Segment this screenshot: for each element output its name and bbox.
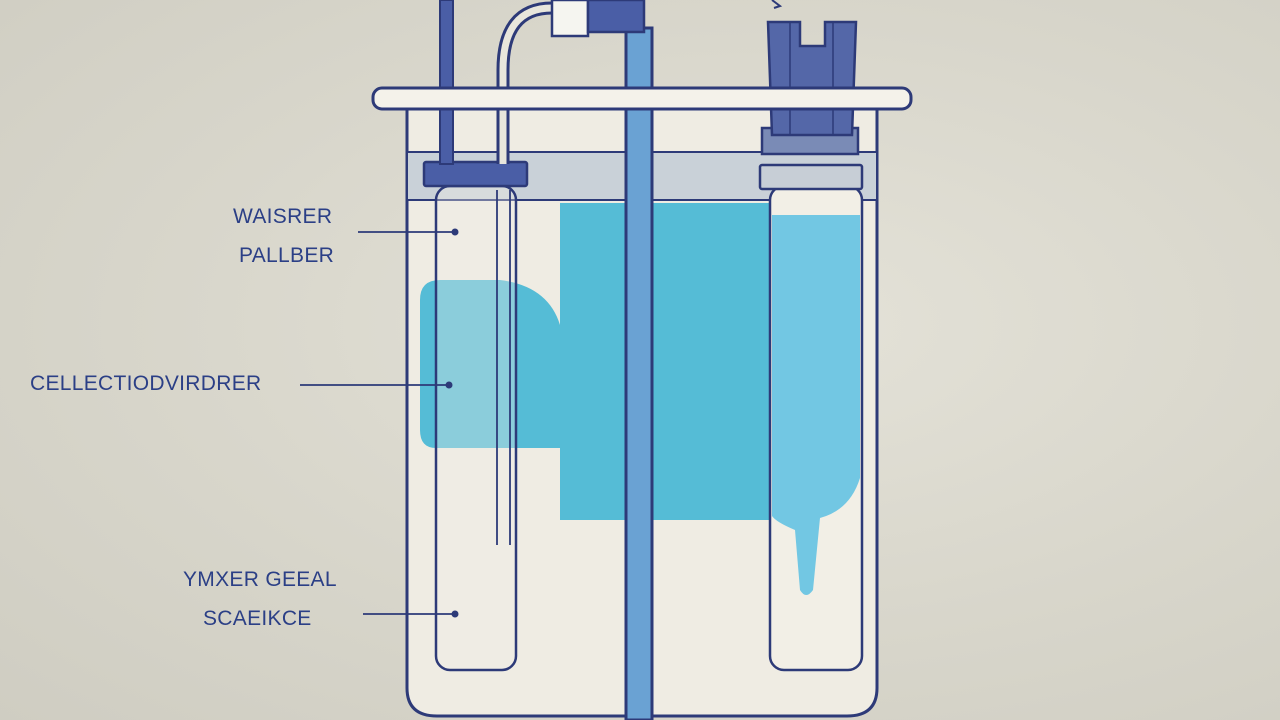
right-tube-cap [758, 163, 864, 191]
lid-bar [371, 86, 913, 111]
label-pallber: PALLBER [239, 244, 335, 267]
label-cellectiodvirdrer: CELLECTIODVIRDRER [30, 372, 262, 395]
label-waisrer: WAISRER [233, 205, 333, 228]
center-rod [624, 26, 654, 720]
liquid-main [420, 203, 770, 520]
label-scaeikce: SCAEIKCE [203, 607, 312, 630]
drip-mark [771, 0, 783, 9]
label-ymxer-geeal: YMXER GEEAL [183, 568, 337, 591]
left-tube-cap [422, 160, 529, 188]
left-pipe [439, 0, 454, 165]
leader-dot-1 [451, 228, 459, 236]
curved-pipe-inner [499, 4, 553, 164]
top-connector-white [550, 0, 590, 38]
right-tube-liquid [772, 215, 860, 595]
leader-dot-2 [445, 381, 453, 389]
top-connector-blue [586, 0, 646, 34]
left-tube [434, 184, 518, 672]
leader-dot-3 [451, 610, 459, 618]
right-stopper-handle [766, 20, 858, 137]
